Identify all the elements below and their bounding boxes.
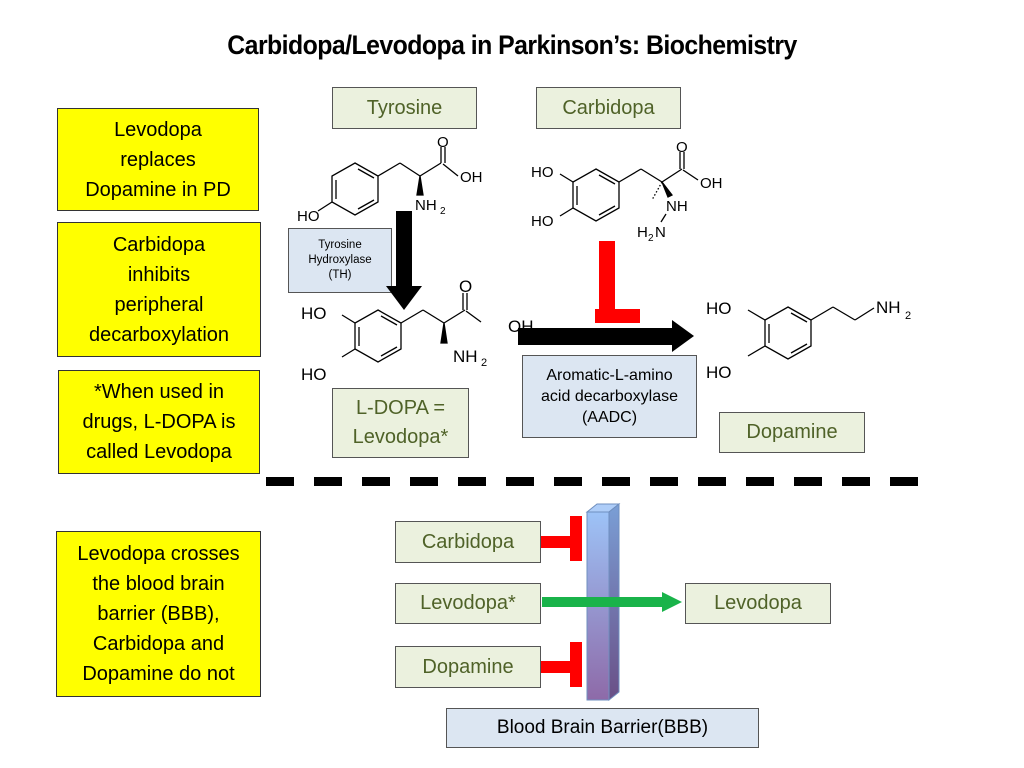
tyrosine-label: Tyrosine — [332, 87, 477, 129]
dopamine-blocked-icon — [541, 642, 582, 687]
carbidopa-atom-o: O — [676, 139, 688, 156]
note-bbb-crossing: Levodopa crosses the blood brain barrier… — [56, 531, 261, 697]
note-levodopa-replaces-dopamine: Levodopa replaces Dopamine in PD — [57, 108, 259, 211]
tyrosine-atom-sub: 2 — [440, 206, 446, 217]
ldopa-atom-sub: 2 — [481, 357, 487, 369]
carbidopa-structure — [559, 152, 699, 223]
ldopa-structure — [341, 293, 482, 363]
bbb-dopamine-box: Dopamine — [395, 646, 541, 688]
carbidopa-blocked-icon — [541, 516, 582, 561]
carbidopa-atom-nh: NH — [666, 198, 688, 215]
carbidopa-atom-h2n-n: N — [655, 224, 666, 241]
carbidopa-atom-oh: OH — [700, 175, 723, 192]
tyrosine-atom-ho: HO — [297, 208, 320, 225]
page-title: Carbidopa/Levodopa in Parkinson’s: Bioch… — [227, 30, 797, 60]
dopamine-structure — [747, 306, 875, 360]
tyrosine-atom-nh2: NH — [415, 197, 437, 214]
carbidopa-atom-ho-bottom: HO — [531, 213, 554, 230]
carbidopa-atom-h2n-sub: 2 — [648, 233, 654, 244]
carbidopa-inhibition-icon — [595, 241, 640, 323]
ldopa-atom-nh2: NH — [453, 347, 478, 366]
dopamine-atom-nh2: NH — [876, 298, 901, 317]
section-divider — [266, 477, 918, 486]
carbidopa-atom-h2n-h: H — [637, 224, 648, 241]
tyrosine-atom-oh: OH — [460, 169, 483, 186]
tyrosine-atom-o: O — [437, 134, 449, 151]
dopamine-atom-ho-top: HO — [706, 299, 732, 318]
tyrosine-structure — [317, 147, 459, 216]
carbidopa-label: Carbidopa — [536, 87, 681, 129]
th-conversion-arrow — [386, 211, 422, 310]
dopamine-label: Dopamine — [719, 412, 865, 453]
bbb-carbidopa-box: Carbidopa — [395, 521, 541, 563]
blood-brain-barrier-label: Blood Brain Barrier(BBB) — [446, 708, 759, 748]
ldopa-atom-ho-top: HO — [301, 304, 327, 323]
ldopa-atom-o: O — [459, 277, 472, 296]
tyrosine-hydroxylase-box: Tyrosine Hydroxylase (TH) — [288, 228, 392, 293]
note-ldopa-called-levodopa: *When used in drugs, L-DOPA is called Le… — [58, 370, 260, 474]
ldopa-label: L-DOPA = Levodopa* — [332, 388, 469, 458]
dopamine-atom-ho-bottom: HO — [706, 363, 732, 382]
ldopa-atom-ho-bottom: HO — [301, 365, 327, 384]
bbb-levodopa-brain-box: Levodopa — [685, 583, 831, 624]
aadc-conversion-arrow — [518, 320, 694, 352]
dopamine-atom-sub: 2 — [905, 310, 911, 322]
levodopa-crosses-arrow — [542, 592, 682, 612]
bbb-levodopa-box: Levodopa* — [395, 583, 541, 624]
note-carbidopa-inhibits: Carbidopa inhibits peripheral decarboxyl… — [57, 222, 261, 357]
aadc-box: Aromatic-L-amino acid decarboxylase (AAD… — [522, 355, 697, 438]
carbidopa-atom-ho-top: HO — [531, 164, 554, 181]
